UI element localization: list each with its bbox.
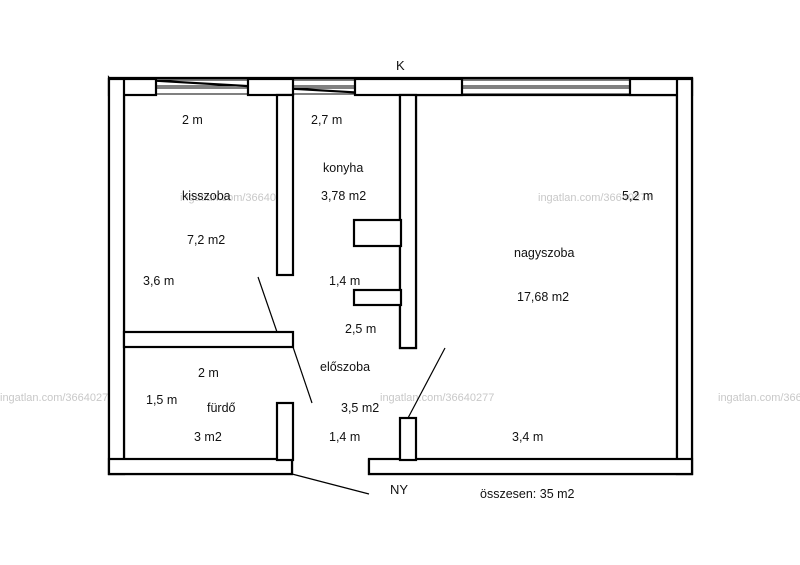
room-area-label: 3,78 m2	[321, 189, 366, 203]
window-nagyszoba	[462, 79, 630, 95]
room-konyha: 2,7 m konyha 3,78 m2 1,4 m	[311, 113, 366, 288]
room-eloszoba: 2,5 m előszoba 3,5 m2 1,4 m	[320, 322, 379, 444]
watermark-layer: ingatlan.com/36640277 ingatlan.com/36640…	[0, 192, 800, 404]
wall-segment	[275, 401, 295, 462]
window-kisszoba	[156, 79, 248, 95]
room-length-label: 3,6 m	[143, 274, 174, 288]
room-width-label: 2,7 m	[311, 113, 342, 127]
room-length-label: 1,4 m	[329, 274, 360, 288]
room-name-label: előszoba	[320, 360, 370, 374]
room-nagyszoba: 5,2 m nagyszoba 17,68 m2 3,4 m	[512, 189, 653, 444]
room-name-label: konyha	[323, 161, 363, 175]
counter-notch	[352, 288, 403, 307]
room-area-label: 3,5 m2	[341, 401, 379, 415]
counter-notch	[352, 218, 403, 248]
wall-segment	[367, 457, 694, 476]
compass-west: NY	[390, 482, 408, 497]
room-kisszoba: 2 m kisszoba 7,2 m2 3,6 m	[143, 113, 231, 288]
wall-segment	[122, 330, 295, 349]
watermark: ingatlan.com/36640277	[718, 392, 800, 404]
walls	[107, 77, 694, 476]
room-length-label: 2,5 m	[345, 322, 376, 336]
wall-segment	[353, 77, 464, 97]
wall-segment	[275, 93, 295, 277]
room-area-label: 17,68 m2	[517, 290, 569, 304]
watermark: ingatlan.com/36640277	[380, 392, 494, 404]
door-entrance	[291, 473, 370, 495]
room-name-label: kisszoba	[182, 189, 231, 203]
wall-segment	[398, 93, 418, 350]
room-length-label: 5,2 m	[622, 189, 653, 203]
door-furdo	[292, 346, 313, 404]
wall-segment	[398, 416, 418, 462]
total-area-label: összesen: 35 m2	[480, 487, 575, 501]
doors	[257, 276, 446, 495]
watermark: ingatlan.com/36640277	[0, 392, 114, 404]
room-width-label: 2 m	[182, 113, 203, 127]
wall-segment	[675, 77, 694, 476]
room-length-label: 1,5 m	[146, 393, 177, 407]
room-name-label: fürdő	[207, 401, 236, 415]
room-width-label: 2 m	[198, 366, 219, 380]
room-width-label: 1,4 m	[329, 430, 360, 444]
wall-segment	[107, 457, 294, 476]
windows	[156, 79, 630, 95]
wall-segment	[246, 77, 295, 97]
window-konyha	[293, 79, 355, 95]
door-nagyszoba	[407, 347, 446, 419]
door-kisszoba	[257, 276, 278, 333]
room-area-label: 3 m2	[194, 430, 222, 444]
compass-north: K	[396, 58, 405, 73]
wall-segment	[107, 77, 126, 476]
room-width-label: 3,4 m	[512, 430, 543, 444]
watermark: ingatlan.com/36640277	[538, 192, 652, 204]
room-furdo: 2 m 1,5 m fürdő 3 m2	[146, 366, 236, 444]
room-area-label: 7,2 m2	[187, 233, 225, 247]
watermark: ingatlan.com/36640277	[180, 192, 294, 204]
room-name-label: nagyszoba	[514, 246, 575, 260]
